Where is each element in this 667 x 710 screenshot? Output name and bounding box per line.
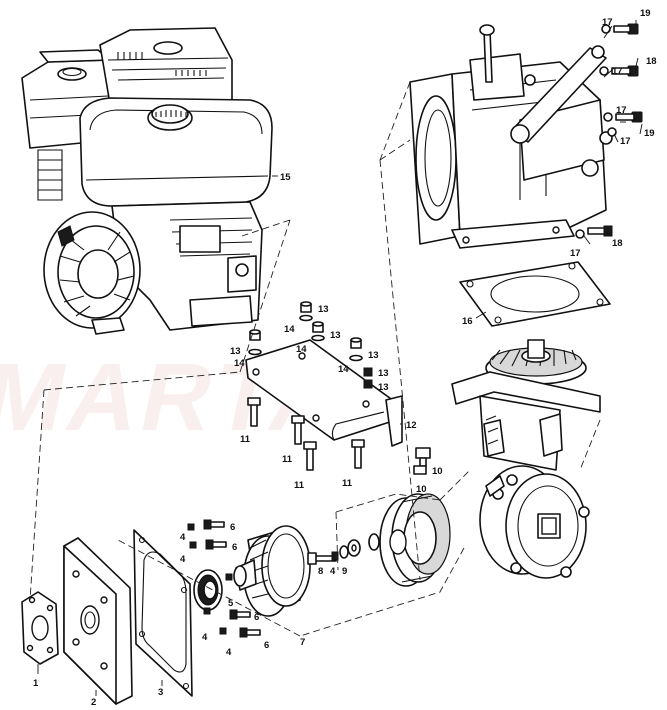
adapter-plate-2 [63, 537, 133, 705]
callout-11c: 11 [294, 480, 305, 491]
callout-17c: 17 [616, 105, 627, 116]
callout-4c: 4 [202, 632, 208, 643]
callout-15: 15 [280, 172, 291, 183]
callout-2: 2 [91, 697, 96, 708]
callout-14c: 14 [234, 358, 245, 369]
callout-10b: 10 [416, 484, 427, 495]
callout-11a: 11 [240, 434, 251, 445]
nuts-washers [248, 301, 373, 389]
callout-12: 12 [406, 420, 417, 431]
callout-8: 8 [318, 566, 323, 577]
callout-18a: 18 [646, 56, 657, 67]
callout-4a: 4 [180, 532, 186, 543]
callout-13d: 13 [368, 350, 379, 361]
mounting-bracket-12 [245, 339, 403, 447]
gasket-3 [133, 529, 193, 697]
washer-9 [339, 533, 380, 559]
callout-4e: 4 [330, 566, 336, 577]
callout-4d: 4 [226, 647, 232, 658]
assembly-lines [29, 81, 601, 637]
callout-13e: 13 [378, 368, 389, 379]
callout-16: 16 [462, 316, 473, 327]
callout-14d: 14 [338, 364, 349, 375]
callout-9: 9 [342, 566, 347, 577]
callout-10a: 10 [432, 466, 443, 477]
flange-plate-1 [21, 591, 59, 665]
gearbox-housing [409, 24, 613, 249]
callout-13c: 13 [230, 346, 241, 357]
callout-17e: 17 [570, 248, 581, 259]
screws-4-6 [187, 519, 339, 638]
callout-3: 3 [158, 687, 163, 698]
clutch-pulley [379, 493, 451, 587]
callout-7: 7 [300, 637, 305, 648]
callout-17b: 17 [612, 66, 623, 77]
callout-17a: 17 [602, 17, 613, 28]
callout-17d: 17 [620, 136, 631, 147]
callout-13b: 13 [330, 330, 341, 341]
engine [21, 27, 273, 335]
clutch-drum-7 [233, 525, 311, 617]
gasket-16 [459, 261, 611, 327]
callout-11d: 11 [342, 478, 353, 489]
bearing-5 [193, 569, 223, 611]
callout-5: 5 [228, 598, 234, 609]
callout-18b: 18 [612, 238, 623, 249]
callout-4b: 4 [180, 554, 186, 565]
callout-14a: 14 [284, 324, 295, 335]
callout-6d: 6 [264, 640, 269, 651]
callout-19b: 19 [644, 128, 655, 139]
callout-1: 1 [33, 678, 39, 689]
callout-13a: 13 [318, 304, 329, 315]
bolts-11 [247, 397, 365, 471]
callout-14b: 14 [296, 344, 307, 355]
bolts-10 [413, 447, 431, 475]
bevel-gear-assembly [451, 339, 601, 579]
callout-6b: 6 [232, 542, 237, 553]
callout-6c: 6 [254, 612, 259, 623]
callout-19a: 19 [640, 8, 651, 19]
callout-13f: 13 [378, 382, 389, 393]
callout-labels: 1 2 3 4 4 4 4 4 5 6 6 6 6 7 8 9 10 10 11… [33, 8, 657, 708]
leader-lines [37, 20, 643, 696]
callout-6a: 6 [230, 522, 235, 533]
callout-11b: 11 [282, 454, 293, 465]
